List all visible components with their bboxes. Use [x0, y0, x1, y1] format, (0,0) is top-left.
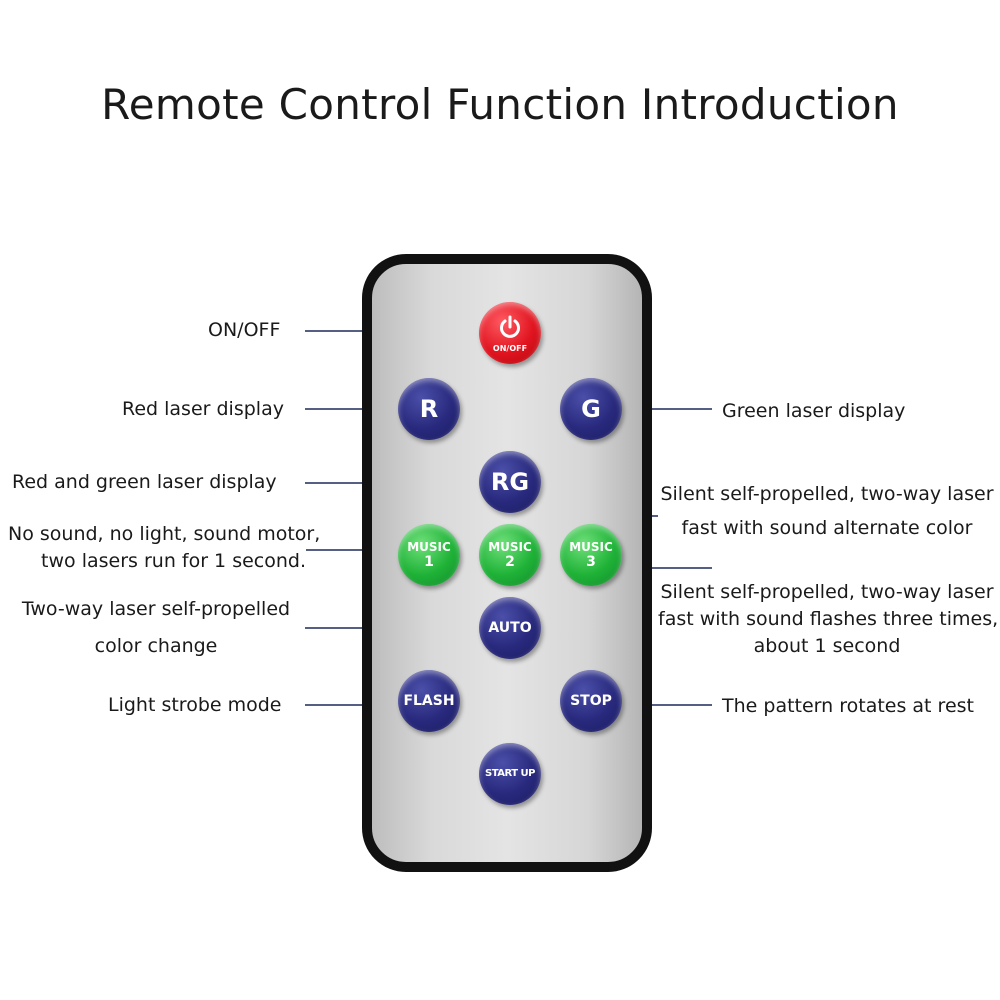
music3-button-label: MUSIC	[569, 540, 613, 554]
label-music2-line1: Silent self-propelled, two-way laser	[660, 483, 994, 505]
music1-button-number: 1	[424, 554, 434, 570]
auto-button-label: AUTO	[488, 620, 532, 636]
flash-button-label: FLASH	[403, 693, 455, 709]
stop-button-label: STOP	[570, 693, 612, 709]
auto-button[interactable]: AUTO	[479, 597, 541, 659]
g-button-label: G	[581, 395, 601, 423]
label-music1-line1: No sound, no light, sound motor,	[8, 523, 321, 545]
label-music1: No sound, no light, sound motor, two las…	[8, 521, 321, 575]
label-red-laser: Red laser display	[122, 398, 284, 420]
rg-button-label: RG	[490, 468, 530, 496]
label-music3-line2: fast with sound flashes three times,	[658, 608, 999, 630]
music1-button[interactable]: MUSIC 1	[398, 524, 460, 586]
label-music2-line2: fast with sound alternate color	[681, 517, 973, 539]
rg-button[interactable]: RG	[479, 451, 541, 513]
music3-button[interactable]: MUSIC 3	[560, 524, 622, 586]
r-button-label: R	[419, 395, 439, 423]
label-auto: Two-way laser self-propelled color chang…	[8, 596, 304, 660]
power-icon	[497, 314, 523, 343]
music3-button-number: 3	[586, 554, 596, 570]
label-auto-line2: color change	[94, 635, 218, 657]
label-music1-line2: two lasers run for 1 second.	[41, 550, 306, 572]
music2-button-number: 2	[505, 554, 515, 570]
music2-button-label: MUSIC	[488, 540, 532, 554]
label-flash: Light strobe mode	[108, 694, 282, 716]
music2-button[interactable]: MUSIC 2	[479, 524, 541, 586]
label-auto-line1: Two-way laser self-propelled	[21, 598, 291, 620]
music1-button-label: MUSIC	[407, 540, 451, 554]
label-music3: Silent self-propelled, two-way laser fas…	[658, 579, 999, 660]
startup-button-label: START UP	[485, 768, 536, 779]
flash-button[interactable]: FLASH	[398, 670, 460, 732]
label-music3-line3: about 1 second	[753, 635, 901, 657]
page-title: Remote Control Function Introduction	[101, 80, 899, 129]
label-red-green-laser: Red and green laser display	[12, 471, 277, 493]
onoff-button[interactable]: ON/OFF	[479, 302, 541, 364]
onoff-button-label: ON/OFF	[492, 343, 528, 353]
label-music2: Silent self-propelled, two-way laser fas…	[658, 481, 996, 542]
label-onoff: ON/OFF	[208, 319, 281, 341]
stop-button[interactable]: STOP	[560, 670, 622, 732]
label-music3-line1: Silent self-propelled, two-way laser	[660, 581, 994, 603]
g-button[interactable]: G	[560, 378, 622, 440]
label-green-laser: Green laser display	[722, 400, 906, 422]
startup-button[interactable]: START UP	[479, 743, 541, 805]
r-button[interactable]: R	[398, 378, 460, 440]
label-stop: The pattern rotates at rest	[722, 695, 974, 717]
